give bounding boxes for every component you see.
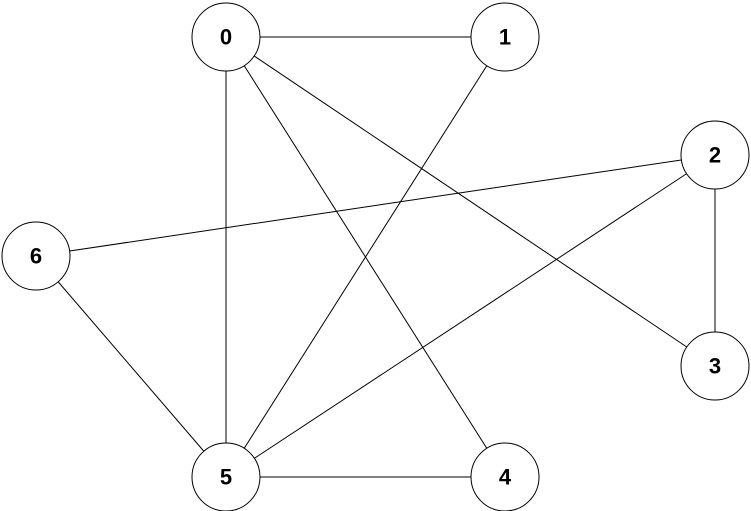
edge-2-6 xyxy=(35,154,716,257)
edges-layer xyxy=(35,36,716,478)
node-2: 2 xyxy=(680,120,750,190)
node-label: 5 xyxy=(220,465,232,490)
node-label: 6 xyxy=(30,244,42,269)
node-label: 4 xyxy=(499,465,512,490)
node-0: 0 xyxy=(191,2,261,72)
node-5: 5 xyxy=(191,442,261,511)
node-circle xyxy=(680,331,750,401)
node-circle xyxy=(680,120,750,190)
node-3: 3 xyxy=(680,331,750,401)
node-circle xyxy=(191,442,261,511)
edge-2-5 xyxy=(225,154,716,478)
node-circle xyxy=(470,442,540,511)
edge-0-3 xyxy=(225,36,716,367)
node-label: 1 xyxy=(499,25,511,50)
node-6: 6 xyxy=(1,221,71,291)
edge-6-5 xyxy=(35,255,227,478)
node-circle xyxy=(470,2,540,72)
edge-1-5 xyxy=(225,36,506,478)
node-label: 2 xyxy=(709,143,721,168)
node-label: 0 xyxy=(220,25,232,50)
node-circle xyxy=(1,221,71,291)
node-circle xyxy=(191,2,261,72)
node-1: 1 xyxy=(470,2,540,72)
node-4: 4 xyxy=(470,442,540,511)
node-label: 3 xyxy=(709,354,721,379)
